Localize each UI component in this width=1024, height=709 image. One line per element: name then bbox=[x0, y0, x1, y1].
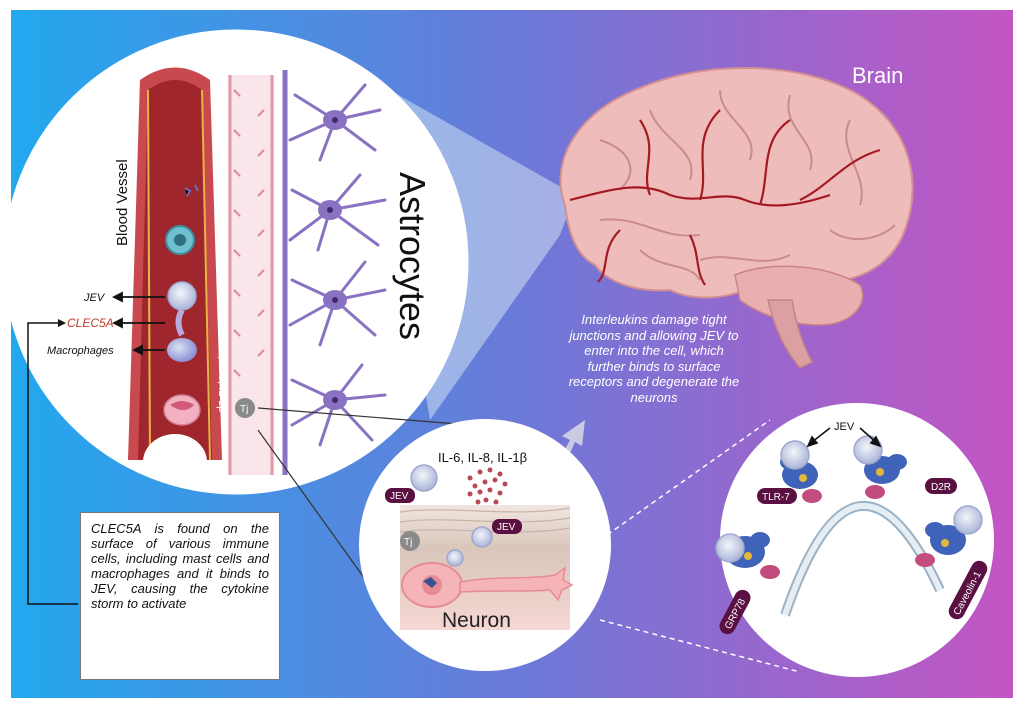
d2r-label: D2R bbox=[931, 482, 951, 493]
clec5a-arrow-label: CLEC5A bbox=[67, 316, 114, 330]
jev-arrow-label: JEV bbox=[83, 292, 106, 304]
brain-illustration bbox=[559, 67, 914, 369]
curved-arrow bbox=[528, 420, 585, 496]
tj-marker-neuron bbox=[400, 531, 420, 551]
tlr7-pill bbox=[757, 488, 797, 504]
tlr7-label: TLR-7 bbox=[762, 492, 790, 503]
caveolin-pill bbox=[948, 560, 988, 620]
jev-pill-2-label: JEV bbox=[497, 522, 516, 533]
jev-pill-2 bbox=[492, 519, 522, 534]
tight-junction-marker bbox=[235, 398, 255, 418]
astrocyte-cells bbox=[288, 83, 387, 447]
grp78-pill bbox=[719, 589, 751, 635]
clec5a-connector bbox=[27, 322, 78, 605]
label-arrows bbox=[111, 291, 165, 356]
brain-label: Brain bbox=[852, 63, 903, 88]
jev-pill-1-label: JEV bbox=[390, 491, 409, 502]
astrocytes-label: Astrocytes bbox=[392, 172, 433, 340]
interleukins-note: Interleukins damage tight junctions and … bbox=[568, 312, 740, 405]
clec5a-note-box: CLEC5A is found on the surface of variou… bbox=[80, 512, 280, 680]
il-vertical-label: IL-6, IL-8, IL-1β bbox=[216, 337, 228, 412]
blood-vessel bbox=[128, 67, 222, 490]
jev-pill-1 bbox=[385, 488, 415, 503]
tj-label: Tj bbox=[240, 404, 248, 415]
tj-neuron-label: Tj bbox=[404, 537, 412, 548]
jev-top-arrows bbox=[806, 427, 882, 448]
d2r-pill bbox=[925, 478, 957, 494]
blood-vessel-label: Blood Vessel bbox=[114, 159, 131, 246]
immune-cells bbox=[163, 184, 201, 426]
neuron-interleukins-label: IL-6, IL-8, IL-1β bbox=[438, 450, 527, 465]
jev-top-label: JEV bbox=[834, 421, 855, 433]
macrophages-arrow-label: Macrophages bbox=[47, 345, 114, 357]
neuron-label: Neuron bbox=[442, 609, 511, 632]
